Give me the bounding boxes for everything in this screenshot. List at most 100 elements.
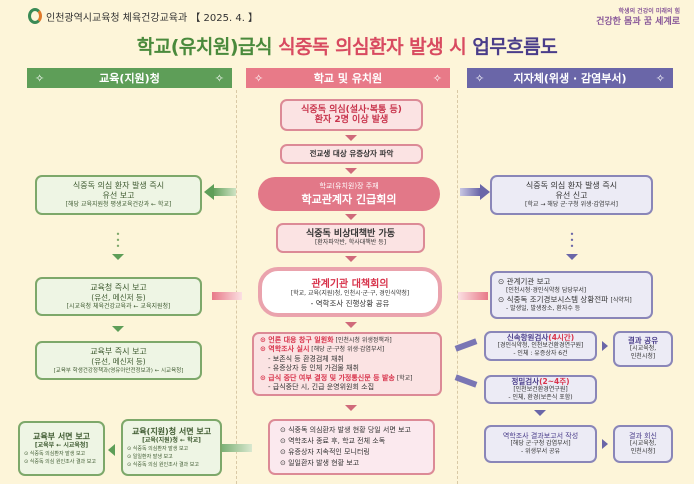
box-result-reply: 결과 회신[시교육청,인천시청] (613, 425, 673, 463)
text: 교육청 즉시 보고 (90, 282, 147, 292)
text: ⊙ 식중독 의심 원인조사 결과 보고 (127, 461, 199, 468)
box-agency-notify: ⊙ 관계기관 보고[인천시청·경인식약청 담당부서]⊙ 식중독 조기경보시스템 … (490, 271, 653, 319)
center-column-bg (236, 90, 458, 484)
text: [식약처] (610, 297, 632, 304)
text: [환자파악반, 학사대책반 등] (314, 239, 387, 246)
text: [학교, 교육(지원)청, 인천시·군·구, 경인식약청] (290, 290, 410, 297)
text: 유선 신고 (555, 191, 588, 200)
text: (4시간) (548, 333, 575, 342)
text: [해당 교육지원청 평생교육건강과 ← 학교] (65, 201, 172, 208)
line: ⊙ 식중독 조기경보시스템 상황전파 [식약처] (498, 295, 647, 305)
arrow-down-icon (112, 254, 124, 260)
text: - 보존식 등 환경검체 채취 (268, 354, 344, 363)
bullet-icon: ✧ (475, 71, 485, 85)
text: ⊙ 유증상자 지속적인 모니터링 (280, 448, 370, 456)
column-label: 학교 및 유치원 (313, 72, 383, 85)
box-edu-office-report: 교육청 즉시 보고(유선, 메신저 등)[시교육청 체육건강교육과 ← 교육지원… (35, 277, 202, 316)
text: - 위생부서 공유 (520, 448, 561, 455)
text: 관계기관 대책회의 (311, 279, 389, 290)
text: ⊙ 언론 대응 창구 일원화 (260, 335, 334, 344)
text: (2~4주) (539, 376, 570, 386)
text: ⊙ 역학조사 실시 (260, 345, 310, 353)
text: 식중독 의심(설사·복통 등) (301, 105, 402, 115)
text: 인천시청] (630, 353, 656, 360)
arrow-down-icon (345, 135, 357, 141)
slogan-top: 학생의 건강이 미래의 힘 (618, 8, 680, 15)
org-header: 인천광역시교육청 체육건강교육과 【 2025. 4. 】 (28, 8, 258, 24)
text: ⊙ 식중독 조기경보시스템 상황전파 (498, 295, 609, 304)
box-ministry-report: 교육부 즉시 보고(유선, 메신저 등)[교육부 학생건강정책과(영유아안전정보… (35, 341, 202, 380)
text: (유선, 메신저 등) (91, 356, 146, 366)
text: 식중독 비상대책반 가동 (305, 229, 396, 239)
text: [교육부 ← 시교육청] (34, 441, 89, 449)
box-result-share: 결과 공유[시교육청,인천시청] (613, 331, 673, 367)
box-outbreak: 식중독 의심(설사·복통 등)환자 2명 이상 발생 (280, 99, 423, 131)
text: ⊙ 일일환자 발생 현황 보고 (280, 459, 360, 467)
box-edu-written-report: 교육(지원)청 서면 보고[교육(지원)청 ← 학교]⊙ 식중독 의심환자 발생… (121, 419, 222, 476)
text: ⊙ 식중독 의심환자 발생 보고 (24, 450, 86, 457)
column-header-education-office: ✧교육(지원)청✧ (27, 68, 232, 88)
box-agency-meeting: 관계기관 대책회의[학교, 교육(지원)청, 인천시·군·구, 경인식약청]- … (258, 267, 442, 317)
text: 인천시청] (630, 448, 656, 455)
arrow-down-icon (566, 254, 578, 260)
text: - 인체 : 유증상자 6건 (513, 350, 568, 357)
line: 신속항원검사(4시간) (490, 334, 591, 342)
text: 전교생 대상 유증상자 파악 (309, 149, 394, 158)
text: 신속항원검사 (506, 333, 549, 342)
arrow-down-icon (345, 322, 357, 328)
text: - 급식중단 시, 긴급 운영위원회 소집 (268, 383, 375, 391)
arrow-right-icon (602, 341, 608, 351)
line: ⊙ 급식 중단 여부 결정 및 가정통신문 등 발송 [학교] (260, 374, 436, 384)
dots-connector: ••• (115, 230, 121, 251)
box-epidemiology-report: 역학조사 결과보고서 작성[해당 군·구청 감염부서]- 위생부서 공유 (484, 425, 597, 463)
text: [교육부 학생건강정책과(영유아안전정보과) ← 시교육청] (53, 367, 184, 374)
bullet-icon: ✧ (655, 71, 665, 85)
text: [경인식약청, 인천보건환경연구원] (497, 342, 584, 349)
bullet-icon: ✧ (254, 71, 264, 85)
line: ⊙ 언론 대응 창구 일원화 [인천시청 위생정책과] (260, 336, 436, 346)
text: ⊙ 역학조사 종료 후, 학교 전체 소독 (280, 437, 386, 445)
arrow-right-icon (460, 188, 480, 196)
column-header-local-government: ✧ 지자체(위생 · 감염부서) ✧ (467, 68, 673, 88)
line: 정밀검사(2~4주) (490, 376, 591, 386)
text: [해당 군·구청 위생·감염부서] (309, 346, 385, 353)
slogan-text: 건강한 몸과 꿈 세계로 (596, 17, 680, 27)
text: 유선 보고 (102, 191, 135, 200)
arrow-down-icon (345, 256, 357, 262)
arrow-right-pink-icon (458, 292, 488, 300)
arrowhead (204, 184, 214, 200)
text: [시교육청, (629, 440, 657, 447)
arrow-left-icon (212, 188, 236, 196)
text: [시교육청, (629, 345, 657, 352)
text: ⊙ 식중독 의심환자 발생 현황 당일 서면 보고 (280, 426, 411, 434)
text: (유선, 메신저 등) (91, 292, 146, 302)
title-part-2: 식중독 의심환자 발생 시 (278, 36, 473, 58)
bullet-icon: ✧ (432, 71, 442, 85)
education-office-logo-icon (28, 8, 42, 24)
text: 교육(지원)청 서면 보고 (131, 426, 212, 436)
box-symptom-check: 전교생 대상 유증상자 파악 (280, 144, 423, 164)
text: [해당 군·구청 감염부서] (510, 440, 571, 447)
box-rapid-test: 신속항원검사(4시간)[경인식약청, 인천보건환경연구원]- 인체 : 유증상자… (484, 331, 597, 361)
line: ⊙ 역학조사 실시 [해당 군·구청 위생·감염부서] (260, 345, 436, 355)
arrow-left-pink-icon (212, 292, 242, 300)
arrow-right-icon (602, 439, 608, 449)
arrow-down-icon (345, 214, 357, 220)
text: ⊙ 식중독 의심 원인조사 결과 보고 (24, 458, 96, 465)
title-part-3: 업무흐름도 (472, 36, 558, 58)
column-label: 지자체(위생 · 감염부서) (513, 72, 627, 85)
arrow-down-icon (534, 410, 546, 416)
text: ⊙ 일일환자 발생 보고 (127, 453, 173, 460)
arrow-left-icon (212, 444, 252, 452)
text: [학교] (394, 374, 413, 382)
box-detailed-test: 정밀검사(2~4주)[인천보건환경연구원]- 인체, 환경(보존식 포함) (484, 375, 597, 404)
text: ⊙ 관계기관 보고 (498, 277, 551, 286)
text: [교육(지원)청 ← 학교] (142, 436, 201, 444)
bullet-icon: ✧ (214, 71, 224, 85)
text: 교육부 즉시 보고 (90, 346, 147, 356)
box-ministry-written-report: 교육부 서면 보고[교육부 ← 시교육청]⊙ 식중독 의심환자 발생 보고⊙ 식… (18, 421, 105, 476)
text: 교육부 서면 보고 (32, 431, 91, 441)
